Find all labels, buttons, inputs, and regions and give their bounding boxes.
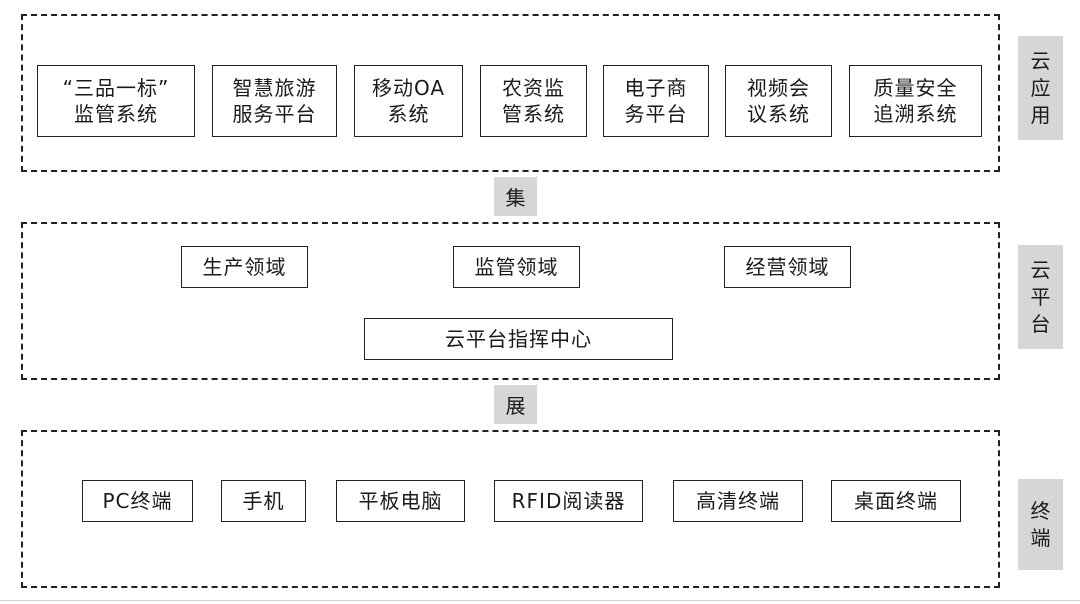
command-center-box: 云平台指挥中心 <box>364 318 673 360</box>
terminal-box-label: 桌面终端 <box>854 489 938 513</box>
terminal-box-label: PC终端 <box>102 489 173 513</box>
terminal-box-tablet: 平板电脑 <box>336 480 465 522</box>
command-center-label: 云平台指挥中心 <box>445 327 592 351</box>
domain-box-operation: 经营领域 <box>724 246 851 288</box>
app-box-label: “三品一标” 监管系统 <box>62 76 170 126</box>
terminal-box-label: 平板电脑 <box>358 489 443 513</box>
domain-box-production: 生产领域 <box>181 246 308 288</box>
terminal-box-label: 高清终端 <box>696 489 780 513</box>
terminal-box-label: RFID阅读器 <box>511 489 626 513</box>
terminal-box-pc: PC终端 <box>82 480 193 522</box>
terminal-box-rfid-reader: RFID阅读器 <box>494 480 643 522</box>
app-box-agri-supply-supervision: 农资监 管系统 <box>480 65 587 137</box>
layer-label-cloud-application: 云 应 用 <box>1018 36 1063 140</box>
app-box-label: 质量安全 追溯系统 <box>873 76 958 126</box>
domain-box-label: 监管领域 <box>474 255 559 279</box>
layer-label-terminal: 终 端 <box>1018 479 1063 570</box>
app-box-label: 农资监 管系统 <box>502 76 565 126</box>
terminal-box-desktop-terminal: 桌面终端 <box>831 480 961 522</box>
domain-box-label: 生产领域 <box>202 255 287 279</box>
connector-label-zhan: 展 <box>494 385 537 424</box>
app-box-quality-traceability: 质量安全 追溯系统 <box>849 65 982 137</box>
cloud-application-tier <box>21 14 1000 172</box>
app-box-sanpin-yibiao: “三品一标” 监管系统 <box>37 65 195 137</box>
app-box-mobile-oa: 移动OA 系统 <box>354 65 463 137</box>
terminal-box-mobile-phone: 手机 <box>221 480 306 522</box>
app-box-label: 视频会 议系统 <box>747 76 810 126</box>
layer-label-cloud-platform: 云 平 台 <box>1018 245 1063 349</box>
app-box-ecommerce-platform: 电子商 务平台 <box>603 65 709 137</box>
app-box-smart-tourism: 智慧旅游 服务平台 <box>212 65 337 137</box>
app-box-label: 智慧旅游 服务平台 <box>232 76 317 126</box>
cloud-platform-tier <box>21 222 1000 380</box>
connector-label-ji: 集 <box>494 177 537 216</box>
app-box-label: 移动OA 系统 <box>371 76 446 126</box>
terminal-box-label: 手机 <box>242 489 285 513</box>
domain-box-label: 经营领域 <box>745 255 830 279</box>
app-box-label: 电子商 务平台 <box>624 76 688 126</box>
domain-box-supervision: 监管领域 <box>453 246 580 288</box>
terminal-tier <box>21 430 1000 588</box>
app-box-video-conference: 视频会 议系统 <box>725 65 832 137</box>
bottom-divider <box>0 600 1080 601</box>
terminal-box-hd-terminal: 高清终端 <box>673 480 803 522</box>
